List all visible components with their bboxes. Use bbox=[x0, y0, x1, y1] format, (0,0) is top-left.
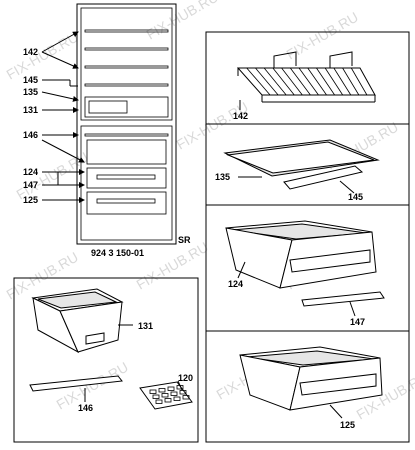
fridge-overview: 142 145 135 131 146 124 147 125 SR 924 3… bbox=[23, 3, 191, 258]
model-number: 924 3 150-01 bbox=[91, 248, 144, 258]
upper-box bbox=[84, 96, 169, 118]
drawer-handle-slot bbox=[289, 249, 371, 273]
callout-142-wire: 142 bbox=[233, 111, 248, 121]
ice-tray-cells bbox=[149, 385, 190, 404]
wire-rod bbox=[333, 67, 352, 96]
ice-cell bbox=[173, 396, 181, 401]
callout-124: 124 bbox=[228, 279, 243, 289]
front-strip bbox=[283, 165, 364, 190]
ice-cell bbox=[164, 398, 172, 403]
shelf-line-2 bbox=[84, 47, 169, 51]
door-strip bbox=[29, 375, 123, 392]
wire-rod bbox=[255, 67, 279, 96]
wire-rod bbox=[263, 67, 287, 96]
callout-147: 147 bbox=[350, 317, 365, 327]
callout-131: 131 bbox=[23, 105, 38, 115]
ice-cell bbox=[149, 389, 157, 394]
callout-146: 146 bbox=[78, 403, 93, 413]
callout-146: 146 bbox=[23, 130, 38, 140]
shelf-stop-right bbox=[329, 51, 353, 68]
lower-compartment bbox=[80, 125, 173, 241]
callout-125: 125 bbox=[340, 420, 355, 430]
ice-cell bbox=[152, 394, 160, 399]
accessories-panel-frame bbox=[13, 277, 199, 443]
fridge-cabinet bbox=[76, 3, 177, 245]
crisper-1-handle bbox=[96, 174, 156, 180]
wire-rod bbox=[246, 67, 271, 96]
ice-cell bbox=[182, 395, 190, 400]
callout-135: 135 bbox=[23, 87, 38, 97]
wire-rod bbox=[281, 67, 303, 96]
watermark-text: FIX-HUB.RU bbox=[174, 99, 251, 153]
suffix-label: SR bbox=[178, 235, 191, 245]
shelf-line-1 bbox=[84, 29, 169, 33]
upper-box-front bbox=[88, 100, 128, 114]
crisper-1 bbox=[86, 167, 167, 189]
upper-compartment bbox=[80, 7, 173, 121]
wire-rod bbox=[350, 67, 368, 96]
wire-shelf-panel: 142 bbox=[233, 51, 376, 121]
callout-124: 124 bbox=[23, 167, 38, 177]
callout-145: 145 bbox=[348, 192, 363, 202]
callout-147: 147 bbox=[23, 180, 38, 190]
watermark-text: FIX-HUB.RU bbox=[134, 239, 211, 293]
shelf-line-4 bbox=[84, 83, 169, 87]
ice-cell bbox=[179, 390, 187, 395]
box-opening bbox=[37, 291, 118, 309]
ice-cell bbox=[167, 386, 175, 391]
crisper-drawer-panel: 124 147 bbox=[225, 220, 385, 327]
watermark-text: FIX-HUB.RU bbox=[284, 9, 361, 63]
ice-cell bbox=[155, 399, 163, 404]
wire-rod bbox=[342, 67, 360, 96]
callout-145: 145 bbox=[23, 75, 38, 85]
callout-131: 131 bbox=[138, 321, 153, 331]
crisper-drawer-2-panel: 125 bbox=[239, 346, 383, 430]
crisper-2-handle bbox=[96, 198, 156, 204]
wire-rod bbox=[272, 67, 295, 96]
wire-rod bbox=[316, 67, 335, 96]
ice-cell bbox=[170, 391, 178, 396]
box-grip bbox=[85, 332, 105, 345]
ice-cell bbox=[161, 393, 169, 398]
accessories-panel: 131 146 120 bbox=[29, 288, 193, 413]
callout-120: 120 bbox=[178, 373, 193, 383]
crisper-2 bbox=[86, 191, 167, 215]
shelf-line-3 bbox=[84, 65, 169, 69]
glass-shelf-panel: 135 145 bbox=[215, 139, 380, 202]
wire-rod bbox=[307, 67, 327, 96]
callout-142: 142 bbox=[23, 47, 38, 57]
drawer-trim bbox=[301, 291, 385, 307]
wire-rod bbox=[298, 67, 319, 96]
lower-shelf-line bbox=[84, 133, 169, 137]
callout-135: 135 bbox=[215, 172, 230, 182]
shelf-stop-left bbox=[273, 51, 297, 68]
wire-shelf-grid bbox=[246, 67, 368, 96]
wire-rod bbox=[324, 67, 344, 96]
callout-125: 125 bbox=[23, 195, 38, 205]
drawer2-handle-slot bbox=[299, 373, 377, 396]
glass-shelf-inner bbox=[226, 141, 375, 174]
watermark-text: FIX-HUB.RU bbox=[144, 0, 221, 43]
lower-upper-drawer bbox=[86, 139, 167, 165]
right-panel-frame bbox=[205, 31, 410, 443]
ice-cell bbox=[158, 388, 166, 393]
box-front bbox=[59, 301, 123, 353]
wire-rod bbox=[289, 67, 311, 96]
